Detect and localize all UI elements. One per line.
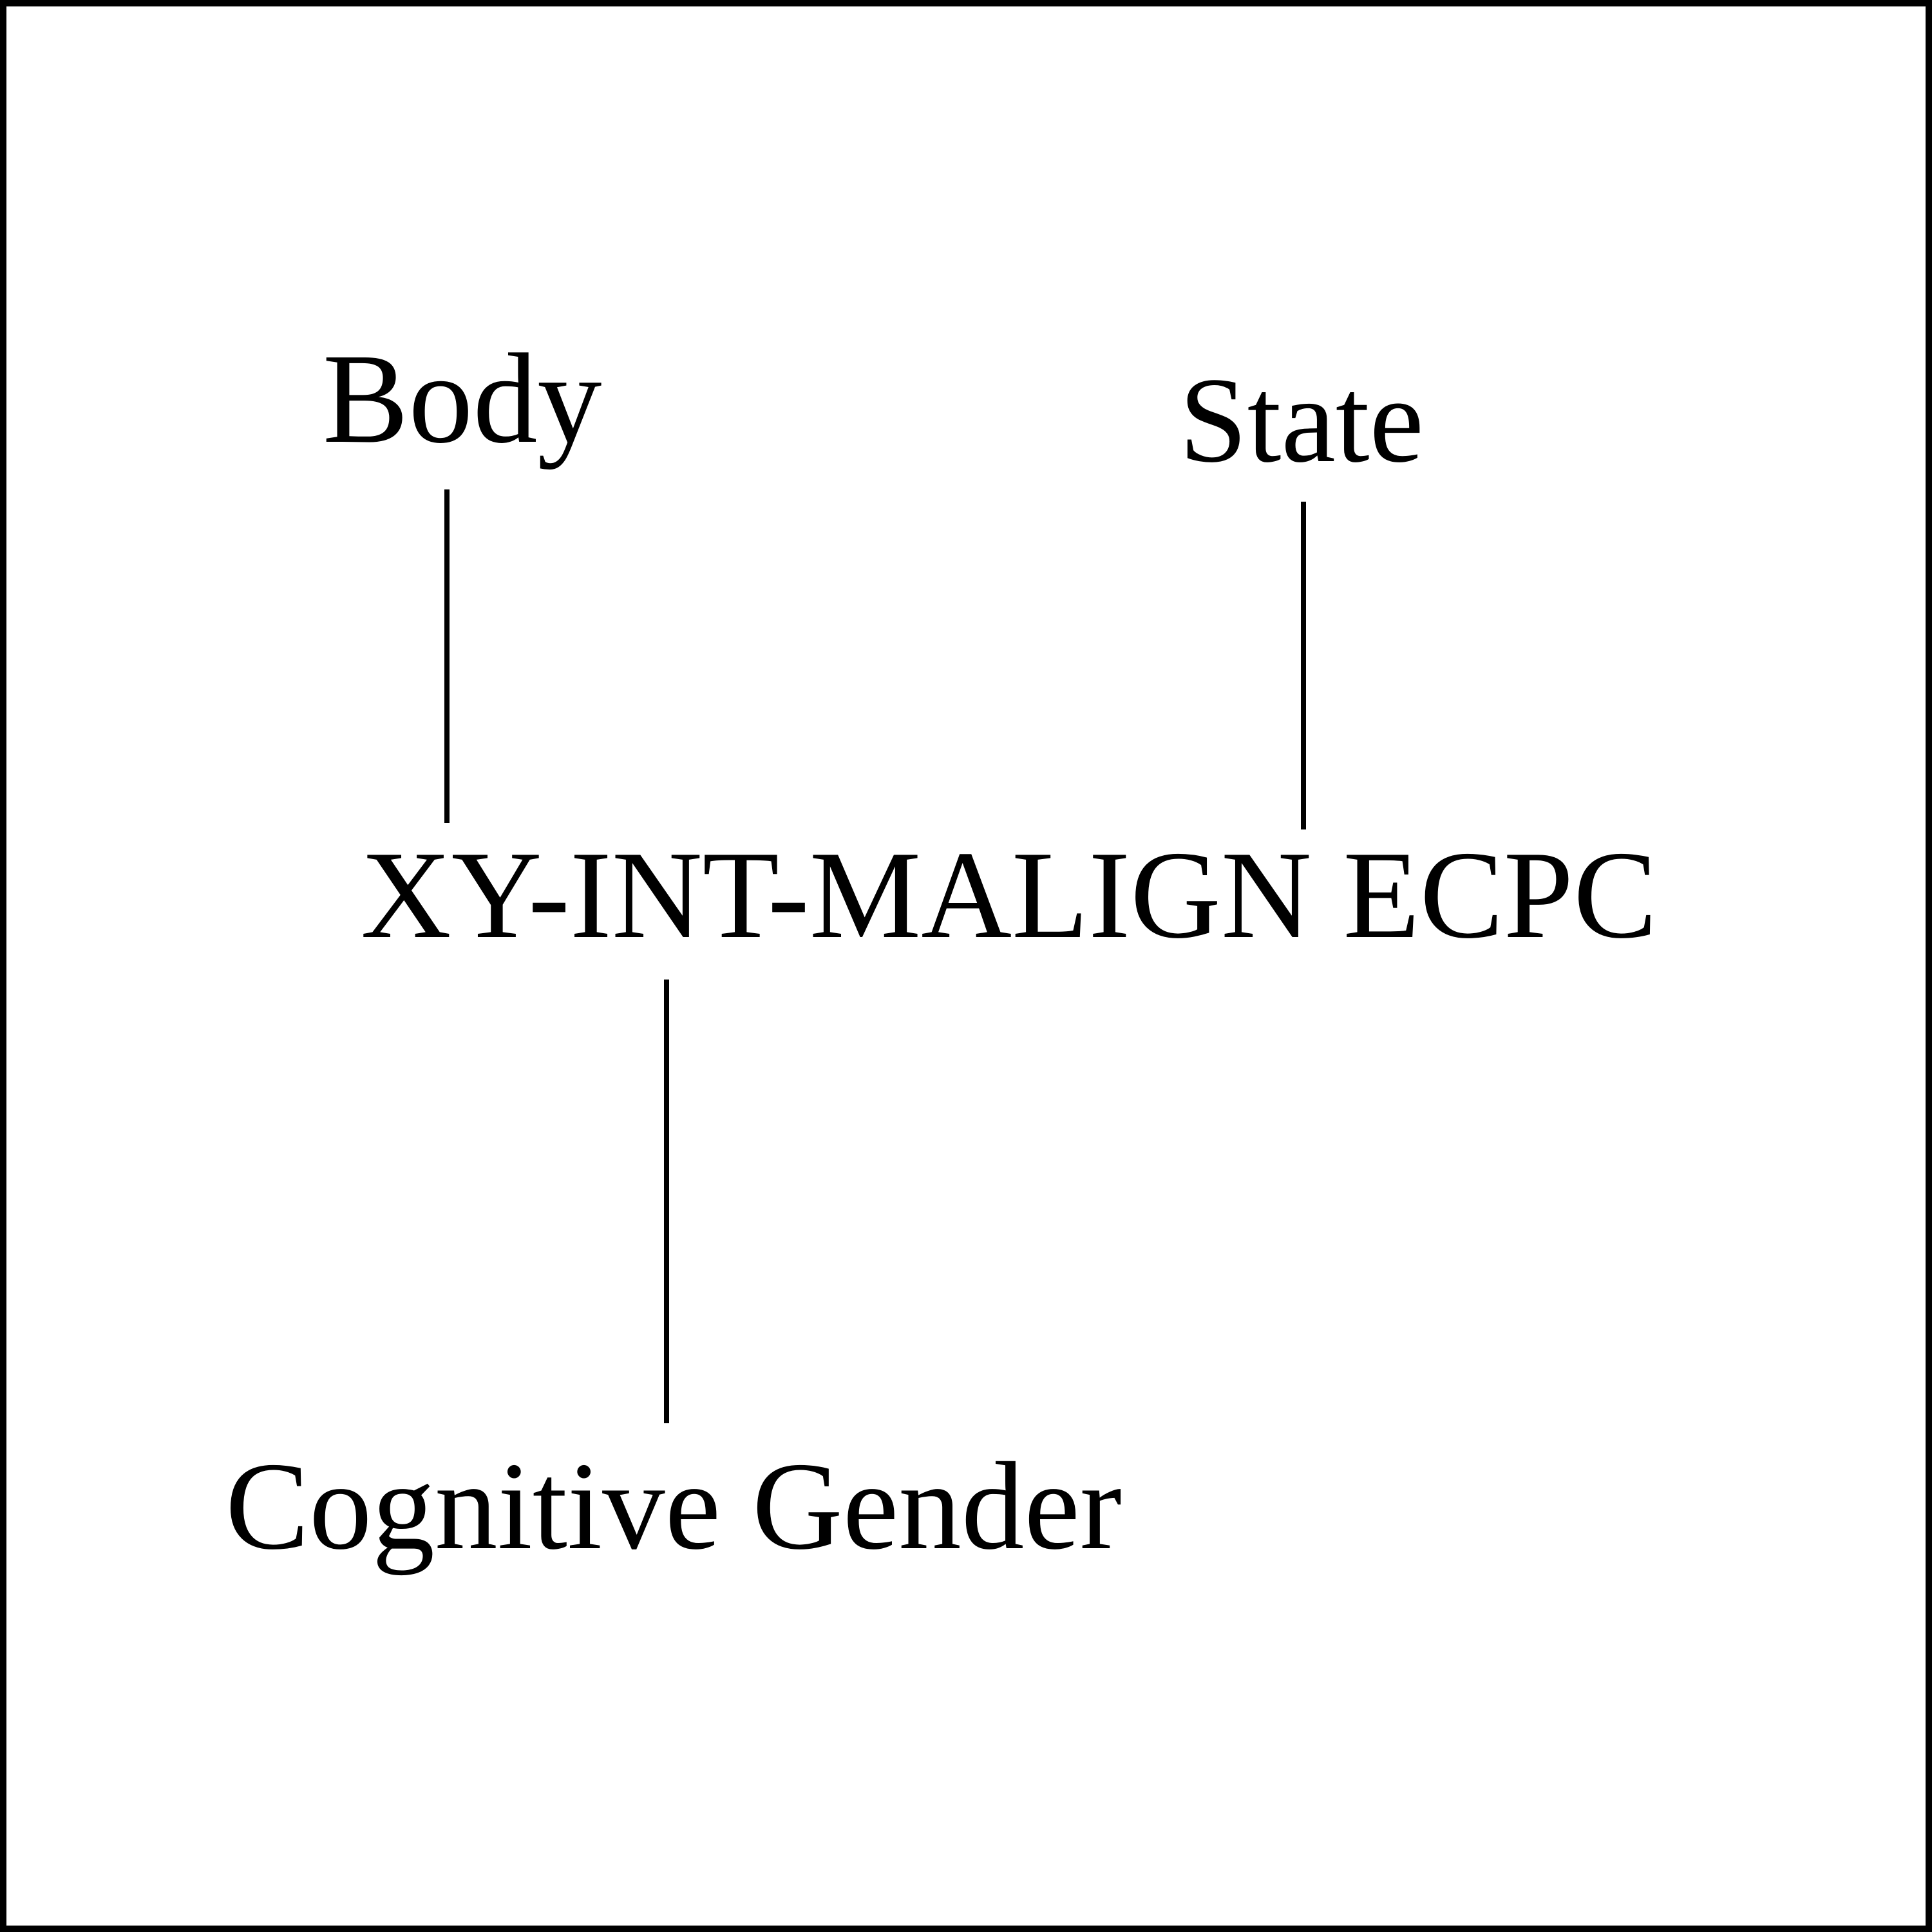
node-body: Body <box>323 328 602 470</box>
edge-state-center <box>1301 502 1306 829</box>
edge-center-cognitive <box>664 980 669 1423</box>
node-state: State <box>1179 353 1424 488</box>
edge-body-center <box>444 489 450 823</box>
node-center: XY-INT-MALIGN ECPC <box>361 826 1658 965</box>
node-cognitive-gender: Cognitive Gender <box>225 1437 1122 1576</box>
